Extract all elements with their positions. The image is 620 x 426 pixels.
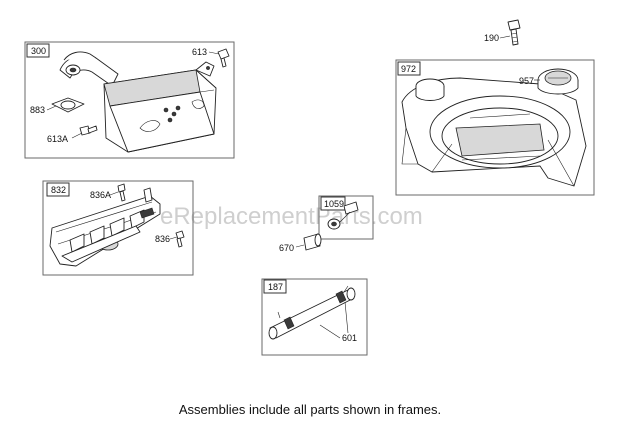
frame-187-border [261,278,368,356]
frame-972-label: 972 [401,64,416,74]
frame-832-border [42,180,194,276]
frame-300-tag [26,43,50,58]
frame-1059-label: 1059 [324,199,344,209]
callout-883: 883 [30,105,45,115]
frame-187: 187 [261,278,368,356]
callout-957: 957 [519,76,534,86]
frame-832-tag [46,182,70,197]
frame-832: 832 836A 836 [42,180,194,276]
frame-300: 300 613 [24,41,235,159]
frame-300-border [24,41,235,159]
screw-836a-drawing [117,183,126,202]
callout-836: 836 [155,234,170,244]
screw-836-drawing [175,230,185,248]
screw-190-drawing [507,19,521,46]
watermark: eReplacementParts.com [160,203,423,230]
callout-836a: 836A [90,190,111,200]
fuel-line-drawing [268,285,356,340]
frame-972: 972 957 [395,59,595,196]
callout-613: 613 [192,47,207,57]
frame-1059-border [318,195,374,240]
callout-670: 670 [279,243,294,253]
frame-187-tag [263,279,287,294]
bolt-613a-drawing [79,125,98,136]
gasket-883-drawing [51,97,85,113]
frame-1059-tag [320,196,346,211]
frame-187-label: 187 [268,282,283,292]
bushing-670-drawing [303,233,322,251]
footer-note: Assemblies include all parts shown in fr… [178,402,442,417]
muffler-drawing [59,51,217,153]
frame-972-border [395,59,595,196]
guard-drawing [49,187,161,267]
frame-300-label: 300 [31,46,46,56]
frame-1059: 1059 [318,195,374,240]
callout-613a: 613A [47,134,68,144]
callout-190: 190 [484,33,499,43]
fuel-cap-957-drawing [537,68,579,95]
fuel-tank-drawing [401,77,587,187]
frame-832-label: 832 [51,185,66,195]
frame-972-tag [397,61,421,76]
bolt-613-drawing [217,48,230,68]
callout-601: 601 [342,333,357,343]
fitting-drawing [327,201,359,230]
